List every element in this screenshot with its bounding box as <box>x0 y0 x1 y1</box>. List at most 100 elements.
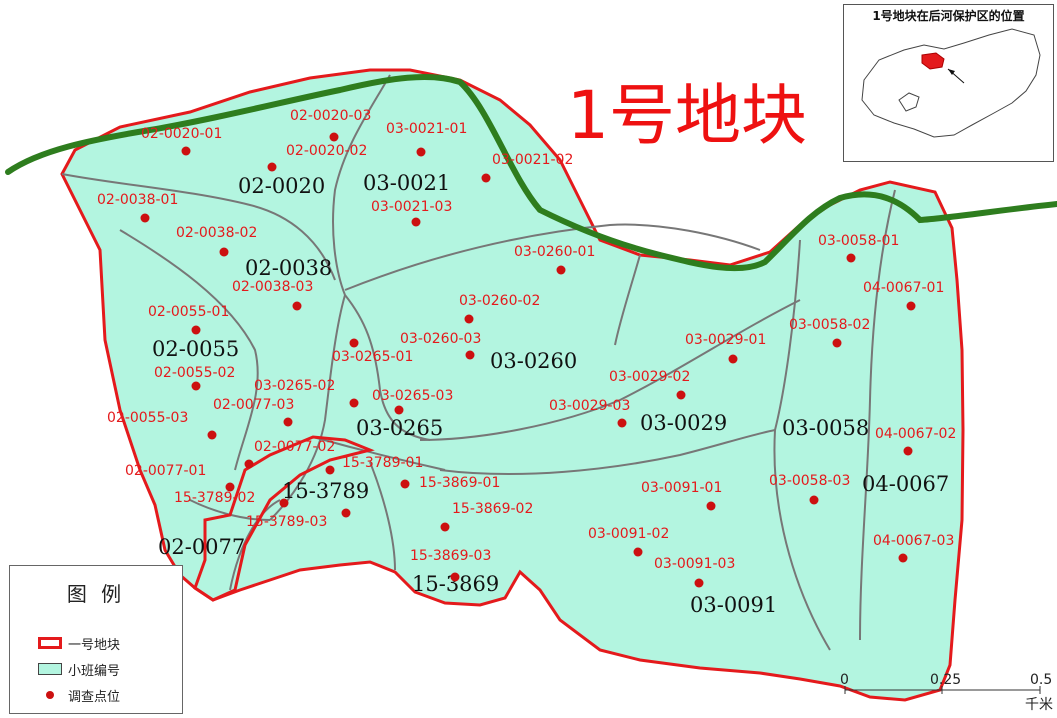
parcel-label: 03-0058 <box>782 416 869 440</box>
survey-point-marker <box>219 247 229 257</box>
survey-point-marker <box>898 553 908 563</box>
survey-point-marker <box>325 465 335 475</box>
survey-point-label: 02-0020-03 <box>290 108 371 124</box>
boundary-symbol <box>38 637 62 649</box>
survey-point-marker <box>181 146 191 156</box>
survey-point-label: 02-0038-03 <box>232 279 313 295</box>
parcel-boundaries <box>61 74 896 651</box>
legend-panel: 图 例 一号地块 小班编号 调查点位 <box>9 565 183 714</box>
survey-point-marker <box>903 446 913 456</box>
survey-point-label: 15-3869-03 <box>410 548 491 564</box>
parcel-label: 04-0067 <box>862 472 949 496</box>
survey-point-marker <box>349 338 359 348</box>
survey-point-marker <box>617 418 627 428</box>
legend-label-point: 调查点位 <box>68 689 121 705</box>
survey-point-label: 03-0058-01 <box>818 233 899 249</box>
survey-point-marker <box>728 354 738 364</box>
survey-point-marker <box>676 390 686 400</box>
survey-point-label: 03-0029-02 <box>609 369 690 385</box>
survey-point-marker <box>440 522 450 532</box>
survey-point-label: 02-0055-02 <box>154 365 235 381</box>
survey-point-label: 03-0058-02 <box>789 317 870 333</box>
survey-point-marker <box>225 482 235 492</box>
survey-point-label: 03-0260-01 <box>514 244 595 260</box>
scale-tick-0: 0 <box>840 672 849 688</box>
parcel-label: 15-3789 <box>282 479 369 503</box>
parcel-label: 03-0260 <box>490 349 577 373</box>
survey-point-label: 03-0265-01 <box>332 349 413 365</box>
inset-map <box>861 28 1041 138</box>
survey-point-label: 03-0260-03 <box>400 331 481 347</box>
survey-point-marker <box>292 301 302 311</box>
survey-point-label: 02-0055-01 <box>148 304 229 320</box>
plot-1-location <box>921 52 945 70</box>
parcel-label: 03-0029 <box>640 411 727 435</box>
parcel-label: 02-0038 <box>245 256 332 280</box>
survey-point-marker <box>283 417 293 427</box>
survey-point-marker <box>633 547 643 557</box>
survey-point-label: 02-0038-02 <box>176 225 257 241</box>
plot-area <box>60 68 965 702</box>
survey-point-marker <box>411 217 421 227</box>
survey-point-marker <box>341 508 351 518</box>
survey-point-label: 04-0067-03 <box>873 533 954 549</box>
parcel-label: 03-0265 <box>356 416 443 440</box>
survey-point-label: 03-0091-01 <box>641 480 722 496</box>
scale-tick-2: 0.5 <box>1030 672 1053 688</box>
parcel-symbol <box>38 663 62 675</box>
parcel-label: 03-0021 <box>363 171 450 195</box>
survey-point-label: 02-0038-01 <box>97 192 178 208</box>
survey-point-label: 03-0021-03 <box>371 199 452 215</box>
survey-point-marker <box>279 498 289 508</box>
survey-point-marker <box>694 578 704 588</box>
legend-label-parcel: 小班编号 <box>68 663 121 679</box>
survey-point-marker <box>846 253 856 263</box>
survey-point-marker <box>832 338 842 348</box>
survey-point-label: 15-3789-03 <box>246 514 327 530</box>
survey-point-label: 03-0260-02 <box>459 293 540 309</box>
survey-point-marker <box>481 173 491 183</box>
survey-point-marker <box>465 350 475 360</box>
scale-bar: 0 0.25 0.5 千米 <box>840 672 1055 716</box>
survey-point-marker <box>191 325 201 335</box>
inset-title: 1号地块在后河保护区的位置 <box>872 9 1025 23</box>
parcel-label: 02-0020 <box>238 174 325 198</box>
scale-unit: 千米 <box>1025 697 1053 713</box>
scale-tick-1: 0.25 <box>930 672 962 688</box>
survey-point-label: 02-0020-02 <box>286 143 367 159</box>
survey-point-marker <box>906 301 916 311</box>
survey-point-marker <box>556 265 566 275</box>
survey-point-label: 15-3789-02 <box>174 490 255 506</box>
survey-point-label: 15-3789-01 <box>342 455 423 471</box>
survey-point-marker <box>244 459 254 469</box>
survey-point-label: 04-0067-02 <box>875 426 956 442</box>
survey-point-label: 03-0058-03 <box>769 473 850 489</box>
survey-point-label: 03-0091-02 <box>588 526 669 542</box>
survey-point-label: 03-0021-02 <box>492 152 573 168</box>
point-symbol <box>46 691 54 699</box>
survey-point-label: 03-0091-03 <box>654 556 735 572</box>
survey-point-label: 02-0055-03 <box>107 410 188 426</box>
legend-label-boundary: 一号地块 <box>68 637 121 653</box>
parcel-label: 02-0077 <box>158 535 245 559</box>
survey-point-label: 02-0077-01 <box>125 463 206 479</box>
survey-point-marker <box>140 213 150 223</box>
plot-title: 1号地块 <box>567 77 807 154</box>
survey-point-marker <box>464 314 474 324</box>
parcel-02-0077-outline <box>193 435 375 602</box>
survey-point-marker <box>450 572 460 582</box>
survey-point-marker <box>349 398 359 408</box>
survey-point-marker <box>267 162 277 172</box>
legend-item-boundary: 一号地块 <box>38 634 121 653</box>
legend-item-point: 调查点位 <box>38 686 121 705</box>
survey-point-marker <box>207 430 217 440</box>
survey-point-marker <box>191 381 201 391</box>
legend-title: 图 例 <box>66 582 126 606</box>
survey-point-marker <box>809 495 819 505</box>
river-line <box>5 73 1057 272</box>
survey-point-marker <box>394 405 404 415</box>
reserve-inner-outline <box>898 92 920 112</box>
survey-point-label: 02-0020-01 <box>141 126 222 142</box>
survey-point-label: 03-0029-01 <box>685 332 766 348</box>
